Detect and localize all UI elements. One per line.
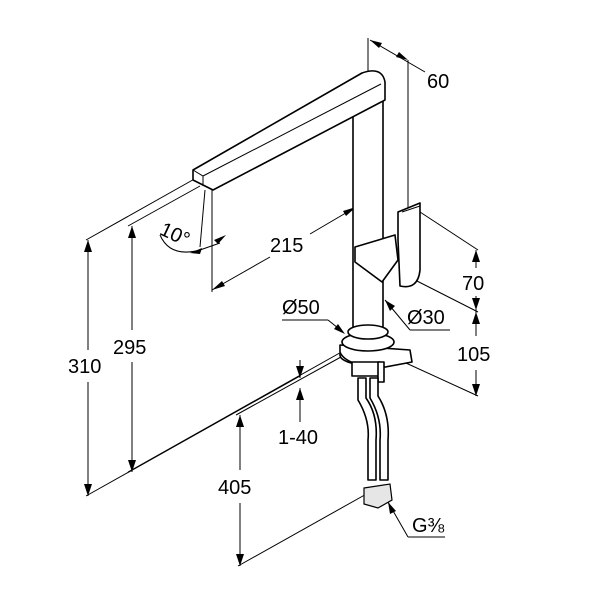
dim-handle-height: 70 <box>462 273 484 295</box>
dim-spout-reach: 215 <box>270 235 303 257</box>
dim-total-height: 310 <box>68 356 101 378</box>
faucet-body <box>192 70 421 509</box>
dim-connection-thread: G⅜ <box>412 515 445 537</box>
dim-depth: 60 <box>427 71 449 93</box>
dim-outlet-height: 295 <box>113 337 146 359</box>
dim-column-diameter: Ø30 <box>407 307 445 329</box>
dim-hose-length: 405 <box>218 477 251 499</box>
dim-handle-base-height: 105 <box>457 344 490 366</box>
dim-base-diameter: Ø50 <box>282 297 320 319</box>
dim-spout-angle: 10° <box>156 218 193 251</box>
dim-deck-thickness: 1-40 <box>278 427 318 449</box>
dimension-lines <box>84 38 480 567</box>
